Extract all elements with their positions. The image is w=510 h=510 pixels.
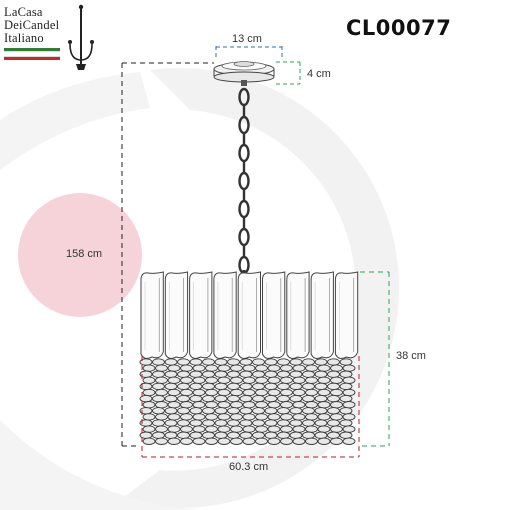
dimension-body-width xyxy=(141,356,360,458)
bead-strand xyxy=(214,358,231,445)
dimension-canopy-width xyxy=(215,46,283,60)
crystal-panel xyxy=(262,271,286,359)
canopy-height-label: 4 cm xyxy=(307,68,331,80)
bead-strand xyxy=(264,358,281,445)
grey-swoosh-left xyxy=(0,72,150,170)
bead-strand xyxy=(152,358,168,445)
dimension-total-height xyxy=(121,62,214,447)
crystal-panel xyxy=(140,271,164,359)
bead-strand xyxy=(339,358,356,445)
pink-circle xyxy=(18,193,142,317)
grey-swoosh-bottom xyxy=(0,420,200,510)
body-width-label: 60.3 cm xyxy=(229,461,269,473)
chain-link xyxy=(238,199,250,219)
crystal-panel xyxy=(164,271,189,359)
bead-strand xyxy=(277,358,293,445)
bead-strand xyxy=(227,358,243,445)
chain-link xyxy=(238,87,250,107)
dimension-body-height xyxy=(360,271,390,447)
body-height-label: 38 cm xyxy=(396,350,426,362)
italian-flag-stripes xyxy=(4,48,60,60)
bead-strand xyxy=(327,358,343,445)
logo-line-3: Italiano xyxy=(4,31,44,45)
chain-link xyxy=(238,115,250,135)
crystal-panel xyxy=(310,271,334,359)
chain-link xyxy=(238,227,250,247)
crystal-panel xyxy=(237,271,261,359)
total-height-label: 158 cm xyxy=(66,248,103,260)
chain-link xyxy=(238,143,250,163)
bead-strand xyxy=(289,358,306,445)
candelabra-icon xyxy=(68,4,94,70)
bead-strand xyxy=(314,358,331,445)
bead-strand xyxy=(302,358,318,445)
chain xyxy=(238,87,250,276)
crystal-beads xyxy=(139,358,356,445)
logo-line-2: DeiCandel xyxy=(4,18,60,32)
crystal-panel xyxy=(334,271,359,359)
product-code: CL00077 xyxy=(346,16,452,40)
crystal-panel xyxy=(189,271,213,359)
canopy xyxy=(213,61,275,86)
brand-logo: LaCasa DeiCandel Italiano xyxy=(4,4,96,72)
bead-strand xyxy=(252,358,268,445)
chain-link xyxy=(238,171,250,191)
crystal-panel xyxy=(286,271,310,359)
dimension-canopy-height xyxy=(276,61,301,85)
crystal-panels xyxy=(140,271,359,359)
bead-strand xyxy=(164,358,181,445)
crystal-panel xyxy=(213,271,237,359)
bead-strand xyxy=(189,358,206,445)
bead-strand xyxy=(139,358,156,445)
logo-line-1: LaCasa xyxy=(4,5,43,19)
bead-strand xyxy=(202,358,218,445)
canopy-width-label: 13 cm xyxy=(232,33,262,45)
bead-strand xyxy=(239,358,256,445)
bead-strand xyxy=(177,358,193,445)
